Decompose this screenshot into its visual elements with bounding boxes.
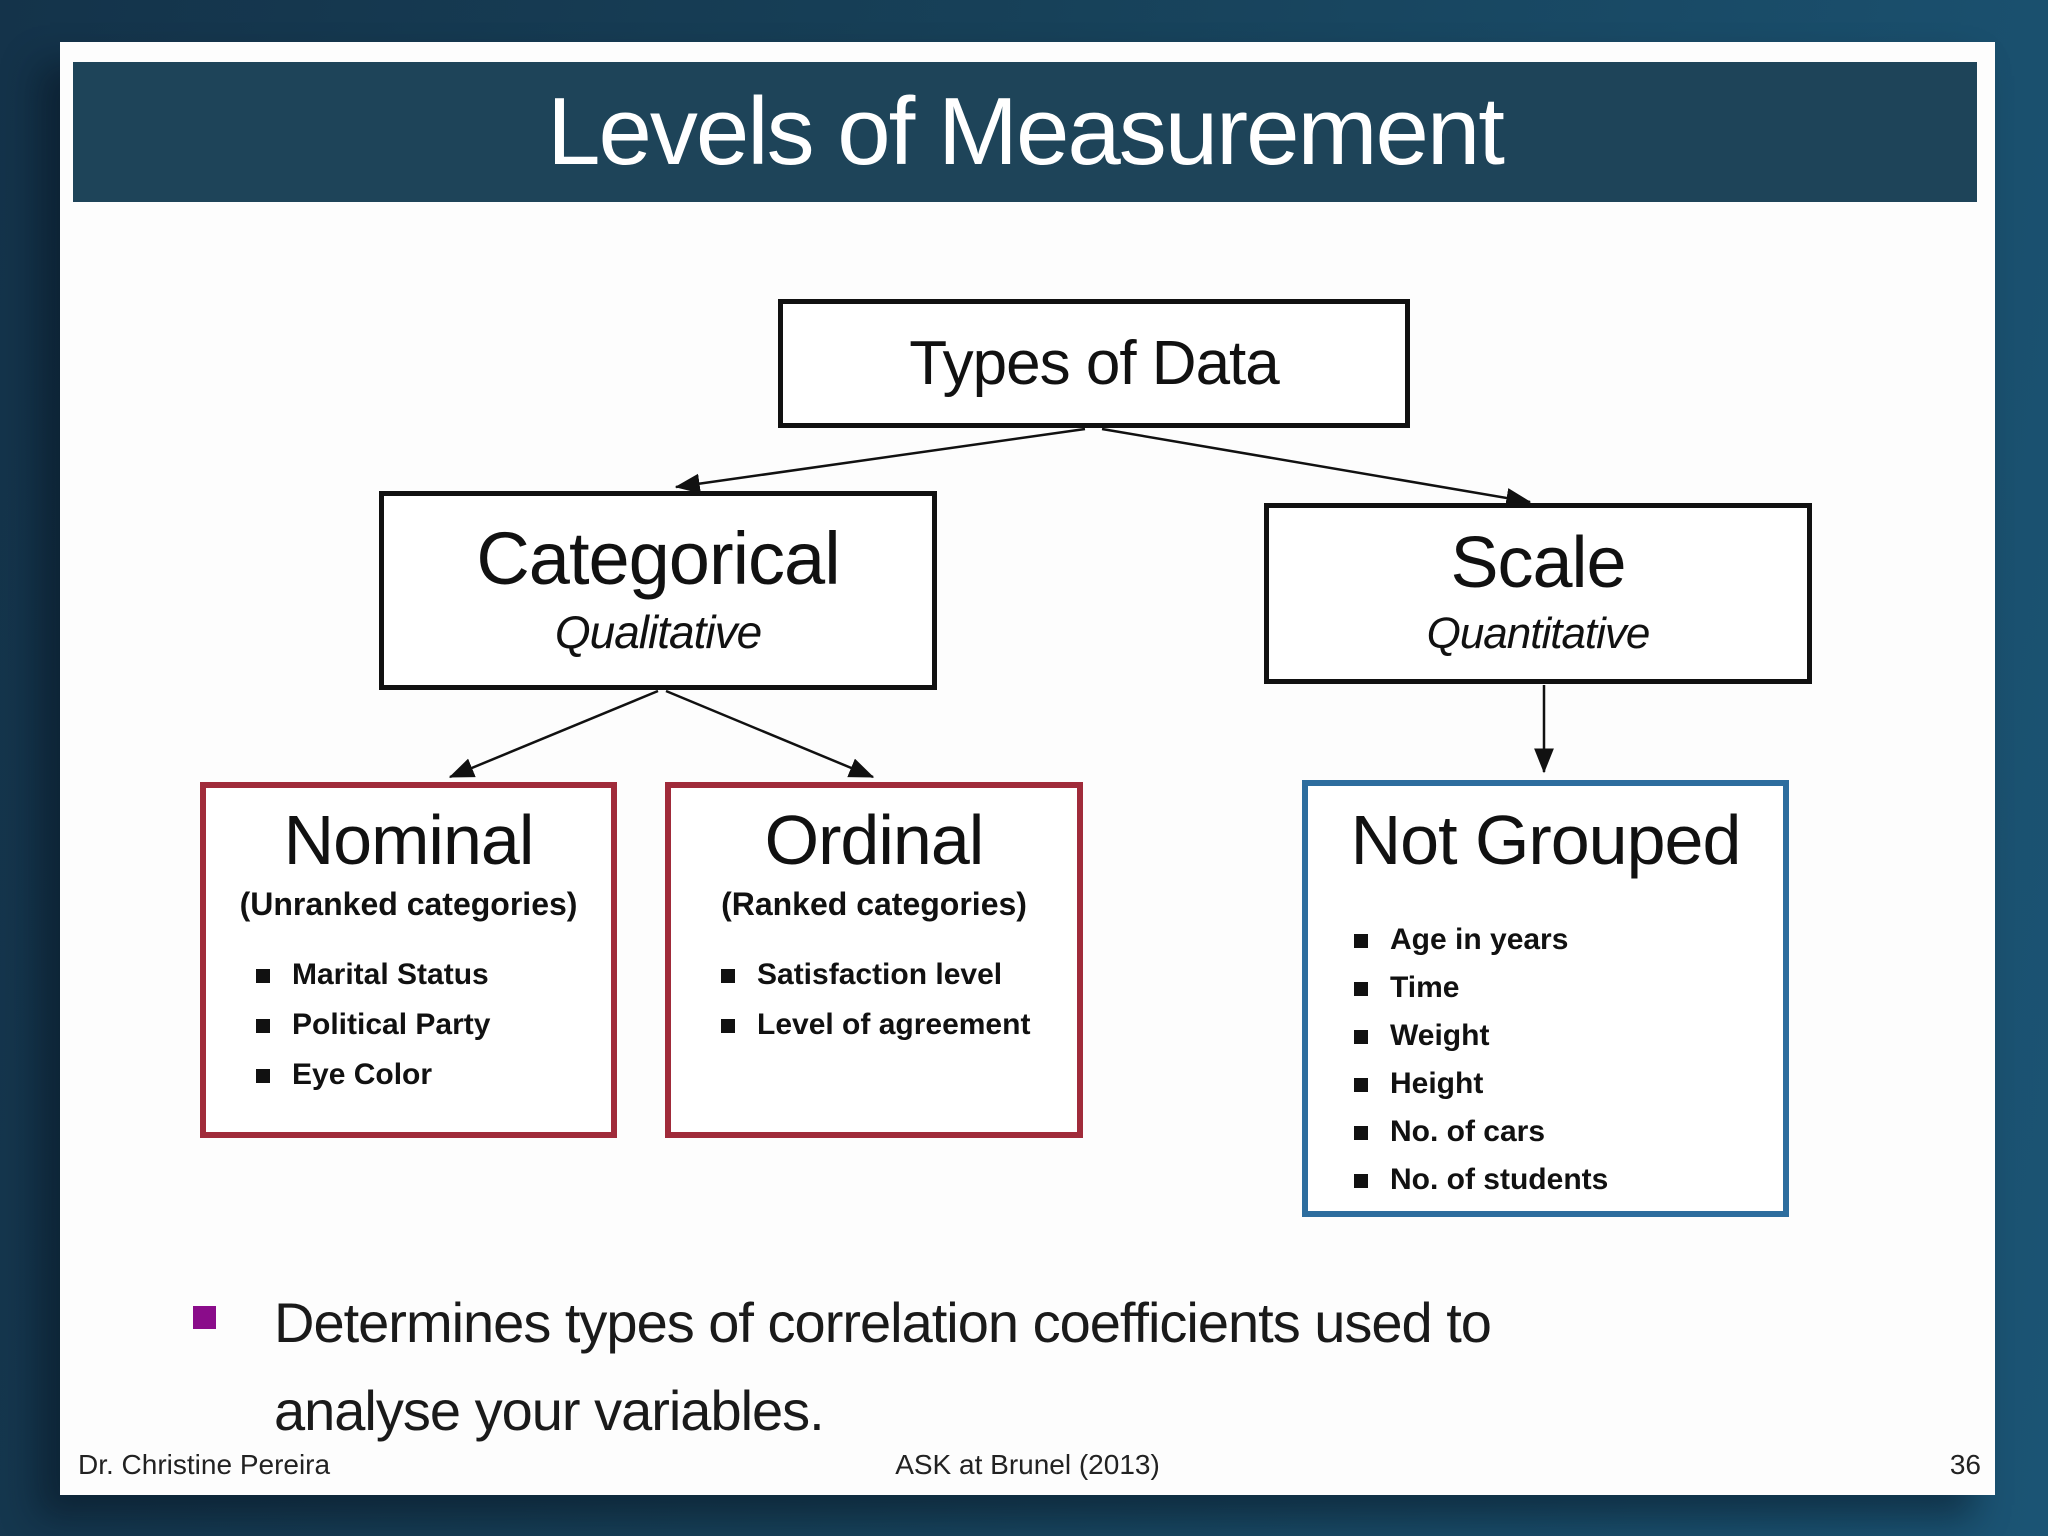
list-item: No. of cars xyxy=(1354,1108,1783,1156)
footer-source: ASK at Brunel (2013) xyxy=(895,1449,1160,1480)
list-item-label: Political Party xyxy=(292,1008,491,1041)
slide-title: Levels of Measurement xyxy=(547,78,1505,185)
list-item: Marital Status xyxy=(256,950,611,1000)
bullet-square-icon xyxy=(1354,1126,1368,1140)
list-item-label: Time xyxy=(1390,971,1460,1004)
list-item-label: Satisfaction level xyxy=(757,958,1003,991)
node-types-of-data-label: Types of Data xyxy=(909,328,1280,398)
node-nominal: Nominal (Unranked categories) Marital St… xyxy=(200,782,617,1138)
node-not-grouped-label: Not Grouped xyxy=(1350,801,1742,879)
list-item-label: Height xyxy=(1390,1067,1484,1100)
bullet-square-icon xyxy=(721,1019,735,1033)
arrow-types-to-scale xyxy=(1101,427,1532,508)
not-grouped-item-list: Age in years Time Weight Height No. of c… xyxy=(1354,916,1783,1204)
takeaway-line-1: Determines types of correlation coeffici… xyxy=(274,1291,1492,1354)
list-item-label: Level of agreement xyxy=(757,1008,1031,1041)
list-item-label: Marital Status xyxy=(292,958,489,991)
list-item: Height xyxy=(1354,1060,1783,1108)
bullet-square-icon xyxy=(256,1069,270,1083)
bullet-square-icon xyxy=(1354,934,1368,948)
node-not-grouped: Not Grouped Age in years Time Weight Hei… xyxy=(1302,780,1789,1217)
list-item: Time xyxy=(1354,964,1783,1012)
node-types-of-data: Types of Data xyxy=(778,299,1410,428)
title-bar: Levels of Measurement xyxy=(73,62,1977,202)
slide-footer: Dr. Christine Pereira ASK at Brunel (201… xyxy=(60,1445,1995,1485)
node-categorical-sublabel: Qualitative xyxy=(554,605,762,658)
node-nominal-sublabel: (Unranked categories) xyxy=(239,886,578,922)
bullet-square-icon xyxy=(1354,1030,1368,1044)
list-item-label: No. of cars xyxy=(1390,1115,1546,1148)
arrow-categorical-to-ordinal xyxy=(665,689,875,779)
node-nominal-label: Nominal xyxy=(283,801,535,879)
arrow-categorical-to-nominal xyxy=(448,689,659,779)
node-scale-sublabel: Quantitative xyxy=(1426,609,1651,659)
list-item: Eye Color xyxy=(256,1050,611,1100)
slide: Levels of Measurement Types of Data Cate… xyxy=(60,42,1995,1495)
node-ordinal-sublabel: (Ranked categories) xyxy=(721,886,1027,922)
list-item: No. of students xyxy=(1354,1156,1783,1204)
node-categorical-label: Categorical xyxy=(476,517,840,601)
list-item: Weight xyxy=(1354,1012,1783,1060)
bullet-square-icon xyxy=(1354,982,1368,996)
nominal-item-list: Marital Status Political Party Eye Color xyxy=(256,950,611,1100)
list-item: Satisfaction level xyxy=(721,950,1077,1000)
takeaway-text: Determines types of correlation coeffici… xyxy=(274,1279,1492,1455)
node-ordinal: Ordinal (Ranked categories) Satisfaction… xyxy=(665,782,1083,1138)
bullet-square-icon xyxy=(721,969,735,983)
footer-page-number: 36 xyxy=(1949,1449,1981,1480)
node-categorical: Categorical Qualitative xyxy=(379,491,937,690)
bullet-square-icon xyxy=(256,1019,270,1033)
bullet-square-icon xyxy=(1354,1174,1368,1188)
list-item-label: Eye Color xyxy=(292,1058,433,1091)
arrow-types-to-categorical xyxy=(674,427,1086,494)
takeaway-bullet-square-icon xyxy=(193,1306,216,1329)
list-item: Level of agreement xyxy=(721,1000,1077,1050)
footer-author: Dr. Christine Pereira xyxy=(78,1449,331,1480)
list-item-label: Age in years xyxy=(1390,923,1569,956)
list-item-label: No. of students xyxy=(1390,1163,1609,1196)
ordinal-item-list: Satisfaction level Level of agreement xyxy=(721,950,1077,1050)
node-scale-label: Scale xyxy=(1450,523,1626,604)
list-item: Age in years xyxy=(1354,916,1783,964)
node-scale: Scale Quantitative xyxy=(1264,503,1812,684)
bullet-square-icon xyxy=(256,969,270,983)
connector-arrows xyxy=(448,427,1554,779)
takeaway-line-2: analyse your variables. xyxy=(274,1379,825,1442)
list-item-label: Weight xyxy=(1390,1019,1490,1052)
list-item: Political Party xyxy=(256,1000,611,1050)
node-ordinal-label: Ordinal xyxy=(764,801,985,879)
bullet-square-icon xyxy=(1354,1078,1368,1092)
